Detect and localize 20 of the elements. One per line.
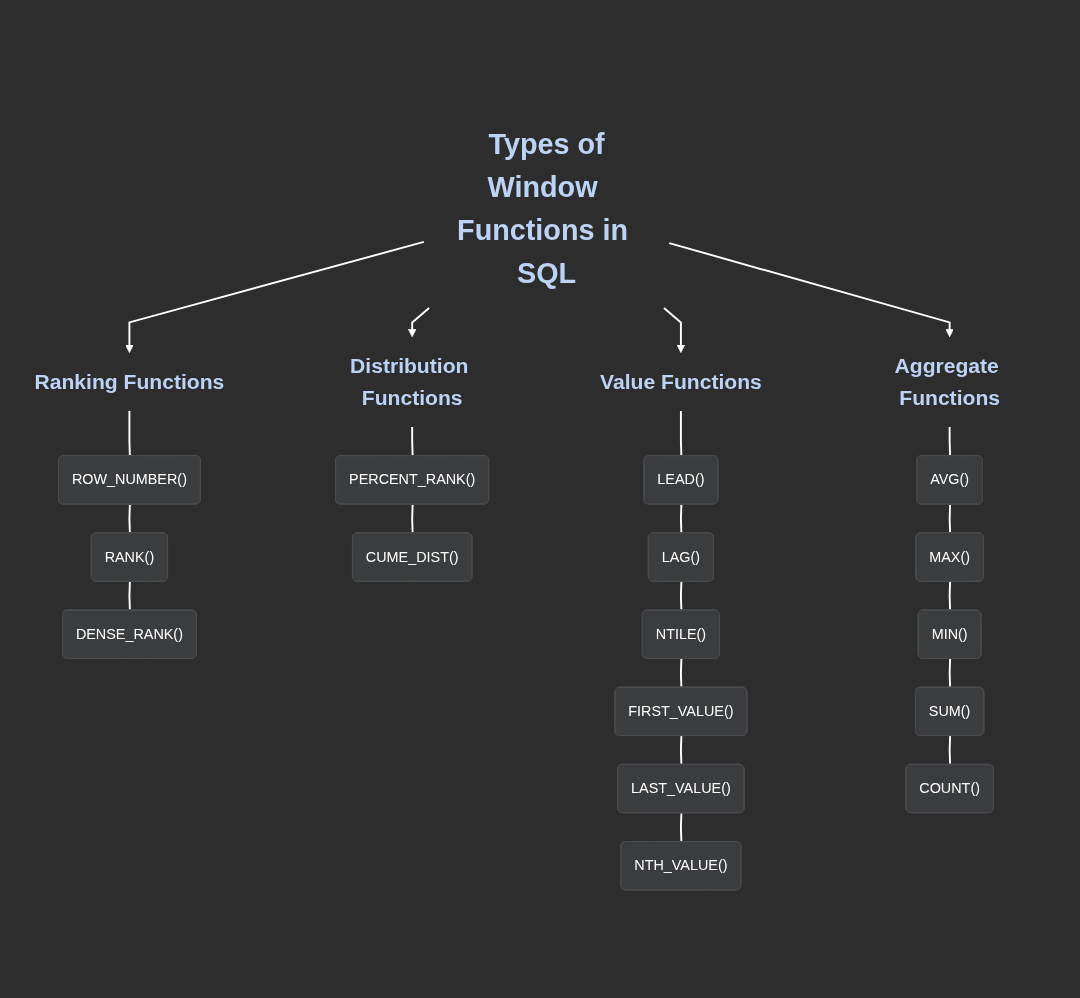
node-text: Types of Window Functions in SQL — [457, 127, 629, 289]
arrow — [663, 306, 686, 353]
node-text: Aggregate Functions — [894, 353, 1000, 410]
connector — [948, 425, 952, 457]
connector — [679, 811, 683, 843]
connector — [679, 734, 683, 766]
arrow — [668, 241, 954, 337]
connector — [679, 503, 683, 534]
connector — [948, 503, 952, 534]
connector — [128, 503, 131, 534]
arrow — [125, 240, 425, 353]
node-text: Value Functions — [600, 369, 762, 394]
connector — [411, 425, 414, 457]
connector — [948, 734, 952, 766]
connector — [411, 503, 414, 534]
arrow — [407, 306, 431, 337]
node-text: Distribution Functions — [350, 353, 469, 410]
connector — [128, 409, 131, 457]
connector — [679, 409, 683, 457]
node-text: Ranking Functions — [34, 369, 225, 394]
